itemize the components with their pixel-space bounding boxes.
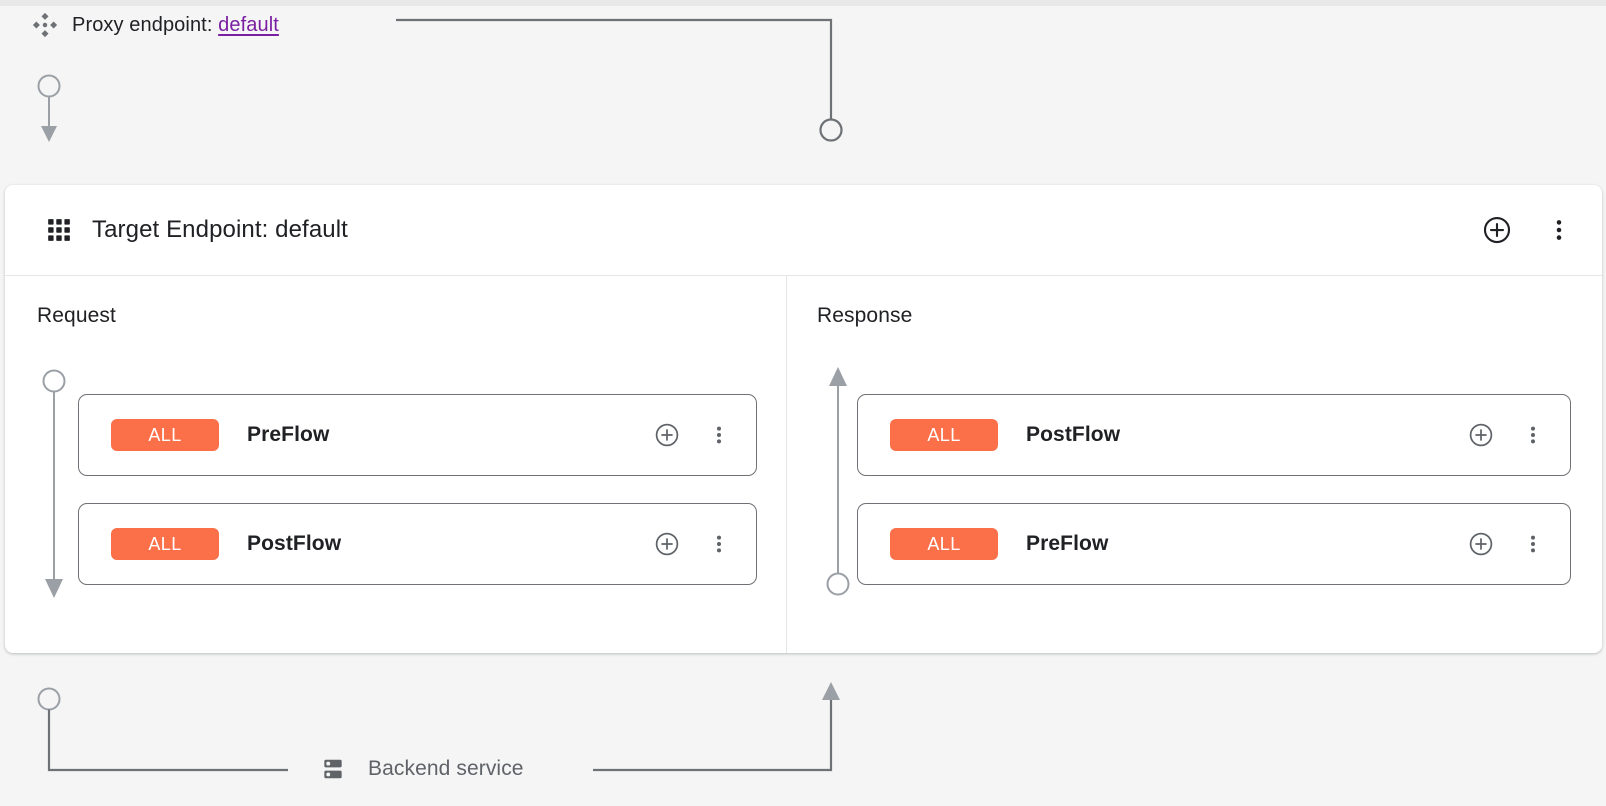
server-storage-icon <box>318 754 348 784</box>
request-column: Request ALL PreFlow <box>5 276 786 653</box>
target-endpoint-panel: Target Endpoint: default <box>5 185 1602 653</box>
flow-condition-badge: ALL <box>890 419 998 451</box>
flow-card-actions <box>1466 420 1548 450</box>
flow-card-actions <box>1466 529 1548 559</box>
flow-condition-badge: ALL <box>111 419 219 451</box>
top-strip <box>0 0 1606 6</box>
response-column-title: Response <box>817 304 913 327</box>
add-circle-icon[interactable] <box>652 529 682 559</box>
more-vert-icon[interactable] <box>704 420 734 450</box>
flow-name: PreFlow <box>1026 532 1109 555</box>
proxy-endpoint-link[interactable]: default <box>218 13 279 36</box>
add-circle-icon[interactable] <box>1480 213 1514 247</box>
more-vert-icon[interactable] <box>704 529 734 559</box>
proxy-endpoint-label: Proxy endpoint: default <box>72 14 279 37</box>
flow-name: PreFlow <box>247 423 330 446</box>
add-circle-icon[interactable] <box>1466 529 1496 559</box>
response-flow-card-list: ALL PostFlow <box>857 394 1571 585</box>
proxy-endpoint-label-text: Proxy endpoint: <box>72 13 213 36</box>
more-vert-icon[interactable] <box>1518 420 1548 450</box>
target-endpoint-header-actions <box>1480 213 1576 247</box>
more-vert-icon[interactable] <box>1518 529 1548 559</box>
page-title: Target Endpoint: default <box>92 216 348 243</box>
backend-service-label: Backend service <box>368 757 524 780</box>
proxy-endpoint-row: Proxy endpoint: default <box>30 6 279 44</box>
column-divider <box>786 276 787 653</box>
grid-apps-icon <box>45 216 73 244</box>
add-circle-icon[interactable] <box>652 420 682 450</box>
flow-card-actions <box>652 420 734 450</box>
backend-service-row: Backend service <box>318 749 524 789</box>
flow-condition-badge: ALL <box>111 528 219 560</box>
request-column-title: Request <box>37 304 116 327</box>
target-endpoint-body: Request ALL PreFlow <box>5 276 1602 653</box>
target-endpoint-header: Target Endpoint: default <box>5 185 1602 276</box>
flow-card[interactable]: ALL PreFlow <box>78 394 757 476</box>
flow-card[interactable]: ALL PreFlow <box>857 503 1571 585</box>
response-column: Response ALL PostFlow <box>787 276 1602 653</box>
apigee-diamond-icon <box>30 10 60 40</box>
request-flow-arrow <box>42 369 66 598</box>
flow-card[interactable]: ALL PostFlow <box>78 503 757 585</box>
flow-card[interactable]: ALL PostFlow <box>857 394 1571 476</box>
request-flow-card-list: ALL PreFlow <box>78 394 757 585</box>
flow-card-actions <box>652 529 734 559</box>
flow-name: PostFlow <box>247 532 342 555</box>
response-flow-arrow <box>826 367 850 596</box>
flow-condition-badge: ALL <box>890 528 998 560</box>
flow-name: PostFlow <box>1026 423 1121 446</box>
more-vert-icon[interactable] <box>1542 213 1576 247</box>
add-circle-icon[interactable] <box>1466 420 1496 450</box>
